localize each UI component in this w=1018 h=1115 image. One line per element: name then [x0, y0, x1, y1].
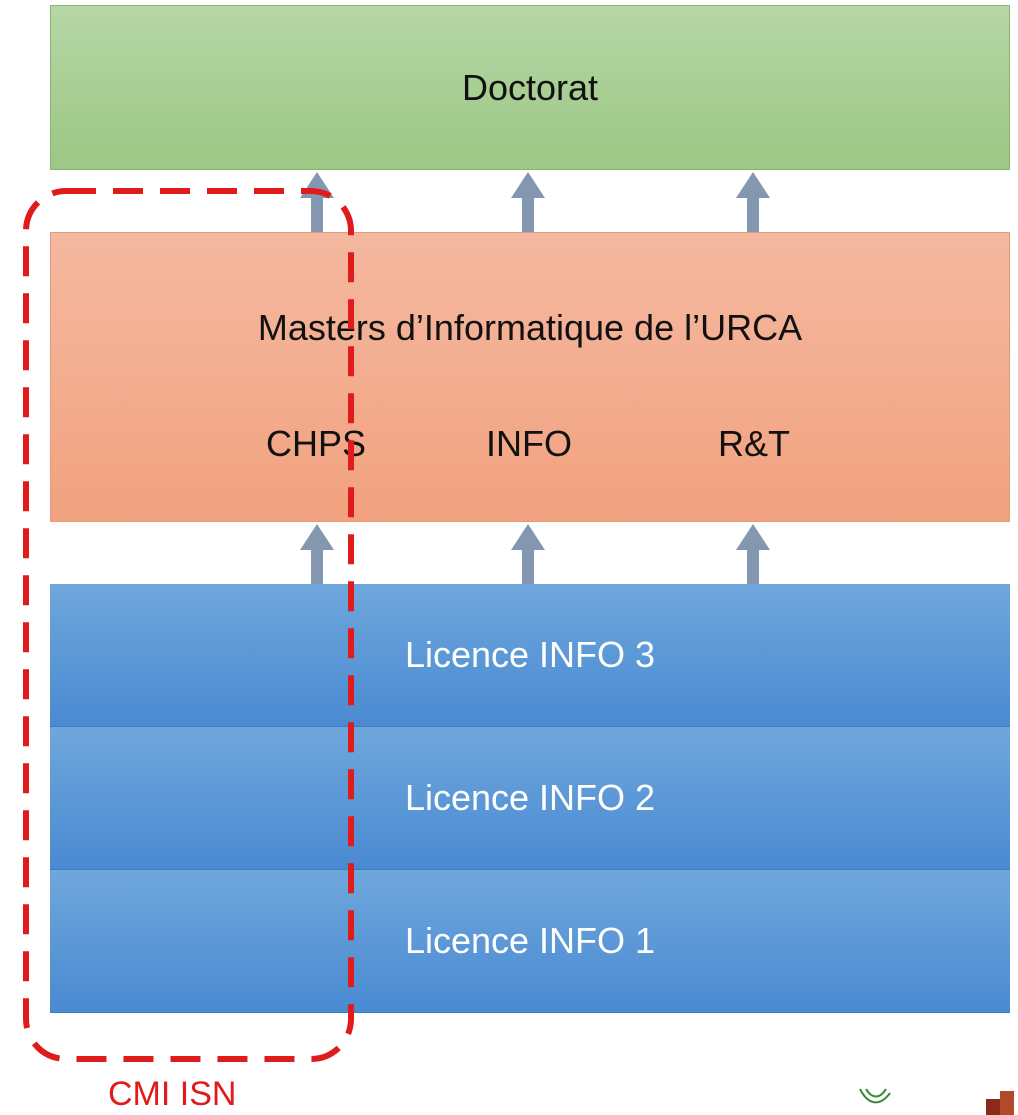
cmi-label: CMI ISN — [108, 1075, 237, 1113]
licence-3-box: Licence INFO 3 — [50, 584, 1010, 727]
licence-1-label: Licence INFO 1 — [404, 920, 656, 961]
doctorat-box: Doctorat — [50, 5, 1010, 170]
arrow-licence-masters-chps — [300, 524, 334, 584]
licence-3-label: Licence INFO 3 — [404, 634, 656, 675]
arrow-licence-masters-info — [511, 524, 545, 584]
urca-logo-icon — [859, 1088, 1014, 1115]
arrow-licence-masters-rt — [736, 524, 770, 584]
track-rt: R&T — [718, 423, 790, 464]
masters-box: Masters d’Informatique de l’URCA CHPS IN… — [50, 232, 1010, 522]
doctorat-label: Doctorat — [461, 66, 599, 108]
arrow-masters-doctorat-rt — [736, 172, 770, 234]
licence-2-label: Licence INFO 2 — [404, 777, 656, 818]
track-info: INFO — [486, 423, 572, 464]
licence-2-box: Licence INFO 2 — [50, 727, 1010, 870]
arrow-masters-doctorat-info — [511, 172, 545, 234]
licence-1-box: Licence INFO 1 — [50, 870, 1010, 1013]
